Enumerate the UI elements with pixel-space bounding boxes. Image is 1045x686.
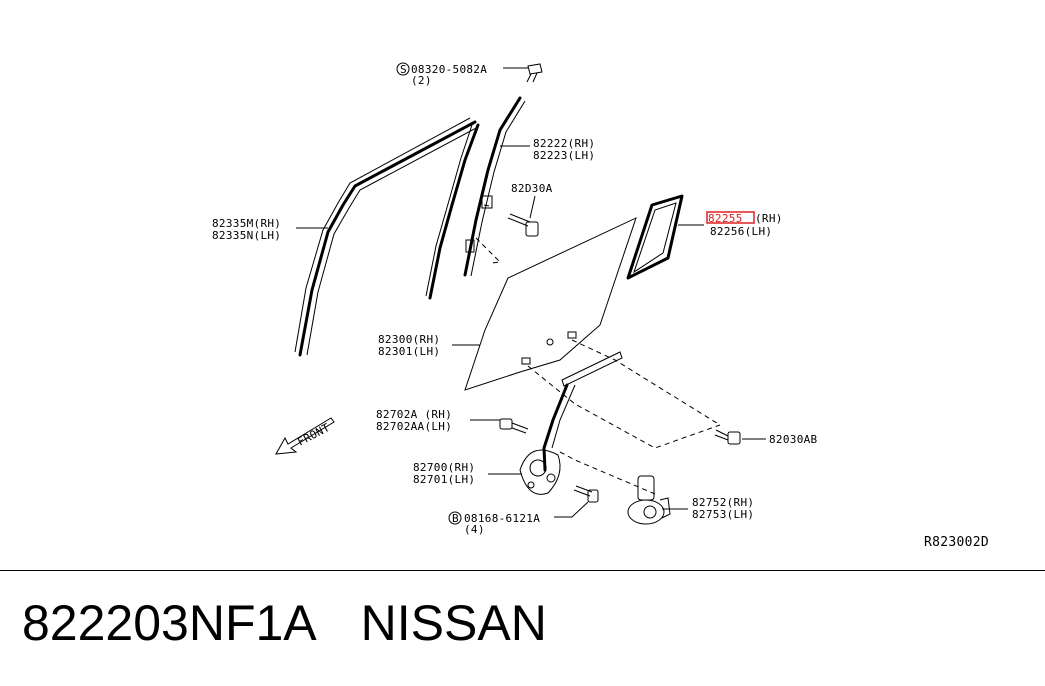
callout-08168: B 08168-6121A (4)	[448, 511, 540, 536]
leader-lines	[296, 67, 766, 518]
callout-label: 82300(RH)	[378, 333, 440, 346]
bolt-82030ab	[714, 429, 741, 445]
callout-label-2: 82701(LH)	[413, 473, 475, 486]
divider	[0, 570, 1045, 571]
callout-label: 08168-6121A	[464, 512, 540, 525]
callout-label-2: 82753(LH)	[692, 508, 754, 521]
callout-qty: (4)	[464, 523, 485, 536]
callout-label: 82D30A	[511, 182, 553, 195]
window-motor	[627, 475, 671, 525]
front-arrow: FRONT	[275, 417, 335, 455]
callout-label-2: 82256(LH)	[710, 225, 772, 238]
symbol-b: B	[452, 512, 459, 525]
callout-label-2: 82702AA(LH)	[376, 420, 452, 433]
center-sash	[425, 121, 480, 300]
front-sash-channel	[294, 117, 479, 357]
front-label: FRONT	[295, 421, 332, 449]
guide-lines	[475, 204, 721, 495]
callout-label-2: 82335N(LH)	[212, 229, 281, 242]
callout-label: 82702A (RH)	[376, 408, 452, 421]
footer: 822203NF1A NISSAN	[22, 594, 547, 652]
callout-82d30a: 82D30A	[511, 182, 553, 195]
callout-08320: S 08320-5082A (2)	[396, 62, 487, 87]
callout-qty: (2)	[411, 74, 432, 87]
callout-label: 82030AB	[769, 433, 818, 446]
bolt-82d30a	[507, 213, 539, 237]
callout-82222: 82222(RH) 82223(LH)	[533, 137, 595, 162]
callout-82752: 82752(RH) 82753(LH)	[692, 496, 754, 521]
callout-label-2: 82301(LH)	[378, 345, 440, 358]
highlight-box	[706, 211, 755, 224]
callout-82702a: 82702A (RH) 82702AA(LH)	[376, 408, 452, 433]
callout-label: 82222(RH)	[533, 137, 595, 150]
callout-82335m: 82335M(RH) 82335N(LH)	[212, 217, 281, 242]
quarter-glass	[626, 194, 684, 280]
callout-82255: 82255 (RH) 82256(LH)	[706, 211, 783, 238]
window-regulator	[519, 351, 623, 495]
callout-label: 82335M(RH)	[212, 217, 281, 230]
highlighted-part-number: 82255	[708, 212, 743, 225]
callout-label: 82700(RH)	[413, 461, 475, 474]
part-number: 822203NF1A	[22, 595, 317, 651]
callout-label: 08320-5082A	[411, 63, 487, 76]
top-screw	[526, 63, 543, 83]
bolt-08168	[573, 485, 599, 503]
bolt-82702a	[499, 418, 529, 434]
callout-label: 82752(RH)	[692, 496, 754, 509]
callout-side: (RH)	[755, 212, 783, 225]
brand-name: NISSAN	[360, 595, 547, 651]
parts-diagram: S 08320-5082A (2) 82222(RH) 82223(LH) 82…	[212, 62, 989, 550]
callout-82300: 82300(RH) 82301(LH)	[378, 333, 440, 358]
callout-82030ab: 82030AB	[769, 433, 818, 446]
callout-82700: 82700(RH) 82701(LH)	[413, 461, 475, 486]
diagram-reference: R823002D	[924, 535, 989, 550]
callout-label-2: 82223(LH)	[533, 149, 595, 162]
symbol-s: S	[400, 63, 407, 76]
door-glass	[464, 217, 637, 391]
